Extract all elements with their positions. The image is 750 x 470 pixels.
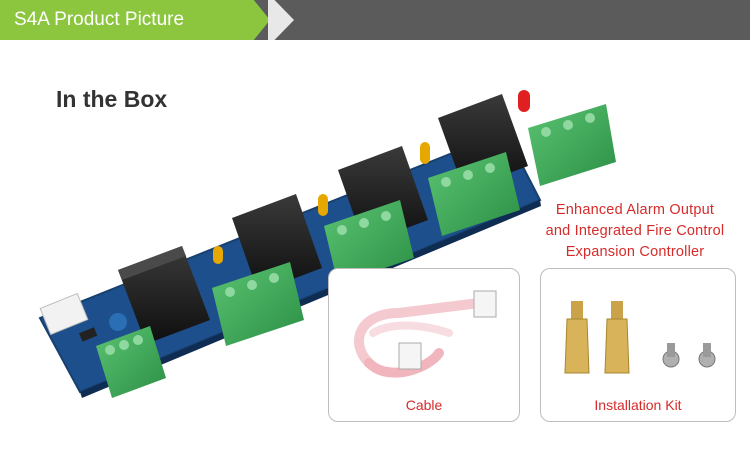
header-bar: S4A Product Picture xyxy=(0,0,750,40)
cable-image xyxy=(354,290,497,378)
header-title: S4A Product Picture xyxy=(14,9,185,30)
installation-kit-box: Installation Kit xyxy=(540,268,736,422)
relay xyxy=(232,194,322,292)
led-indicator xyxy=(213,246,223,264)
terminal-block xyxy=(428,152,520,236)
relay xyxy=(118,246,210,344)
header-title-tab xyxy=(0,0,270,40)
product-description: Enhanced Alarm Output and Integrated Fir… xyxy=(520,200,750,263)
led-indicator xyxy=(318,194,328,216)
terminal-block xyxy=(528,104,616,186)
product-description-line: Expansion Controller xyxy=(565,244,705,260)
product-description-line: and Integrated Fire Control xyxy=(545,223,725,239)
led-indicator xyxy=(420,142,430,164)
product-description-line: Enhanced Alarm Output xyxy=(555,202,715,218)
installation-kit-image xyxy=(564,301,716,374)
cable-label: Cable xyxy=(405,397,443,413)
installation-kit-label: Installation Kit xyxy=(594,397,682,413)
led-indicator xyxy=(518,90,530,112)
terminal-block xyxy=(324,200,414,284)
cable-box: Cable xyxy=(328,268,520,422)
section-title: In the Box xyxy=(56,86,168,112)
terminal-block xyxy=(96,326,166,398)
terminal-block xyxy=(212,262,304,346)
